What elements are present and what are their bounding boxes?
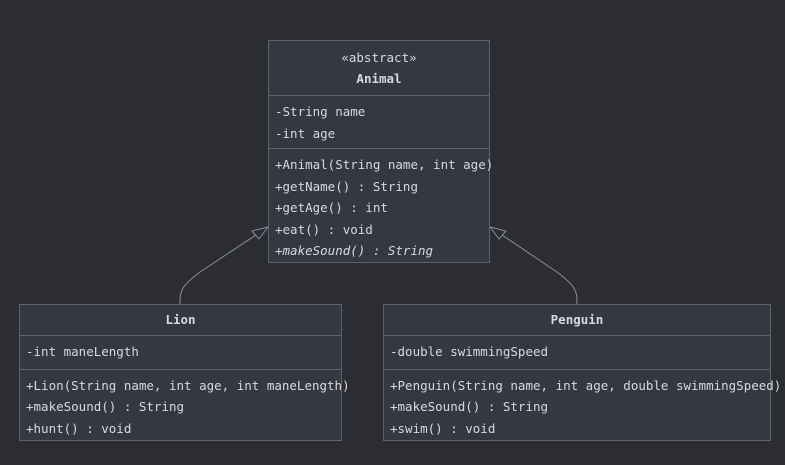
class-penguin-methods: +Penguin(String name, int age, double sw…	[384, 368, 782, 444]
class-lion-header: Lion	[20, 305, 341, 335]
method: +Lion(String name, int age, int maneLeng…	[26, 377, 350, 393]
class-animal-name: Animal	[356, 71, 402, 86]
attribute: -double swimmingSpeed	[390, 344, 549, 359]
class-animal-attributes: -String name -int age	[269, 95, 489, 148]
lion-to-animal-arrowhead	[251, 226, 270, 240]
method: +Penguin(String name, int age, double sw…	[390, 377, 782, 393]
class-animal[interactable]: «abstract» Animal -String name -int age …	[268, 40, 494, 266]
class-animal-header: «abstract» Animal	[269, 41, 489, 95]
class-penguin[interactable]: Penguin -double swimmingSpeed +Penguin(S…	[383, 304, 782, 444]
method: +getName() : String	[275, 178, 418, 194]
attribute: -int maneLength	[26, 344, 139, 359]
method: +eat() : void	[275, 221, 373, 237]
lion-to-animal-line	[179, 234, 257, 305]
class-lion[interactable]: Lion -int maneLength +Lion(String name, …	[19, 304, 350, 444]
method: +Animal(String name, int age)	[275, 157, 494, 172]
lion-inherits-animal-edge	[179, 226, 270, 305]
method: +makeSound() : String	[26, 399, 185, 414]
method: +makeSound() : String	[390, 399, 549, 414]
method: +hunt() : void	[26, 420, 132, 436]
penguin-inherits-animal-edge	[488, 226, 578, 305]
class-animal-methods: +Animal(String name, int age) +getName()…	[269, 148, 494, 266]
class-lion-attributes: -int maneLength	[20, 335, 341, 369]
method: +getAge() : int	[275, 200, 388, 215]
abstract-method: +makeSound() : String	[275, 243, 434, 258]
attribute: -int age	[275, 125, 336, 141]
attribute: -String name	[275, 104, 366, 119]
class-lion-methods: +Lion(String name, int age, int maneLeng…	[20, 368, 350, 444]
class-penguin-header: Penguin	[384, 305, 770, 335]
method: +swim() : void	[390, 420, 496, 436]
penguin-to-animal-arrowhead	[488, 226, 507, 240]
class-animal-stereotype: «abstract»	[341, 50, 417, 65]
class-lion-name: Lion	[165, 312, 196, 327]
class-penguin-attributes: -double swimmingSpeed	[384, 335, 770, 369]
penguin-to-animal-line	[501, 234, 578, 305]
class-penguin-name: Penguin	[550, 312, 604, 327]
